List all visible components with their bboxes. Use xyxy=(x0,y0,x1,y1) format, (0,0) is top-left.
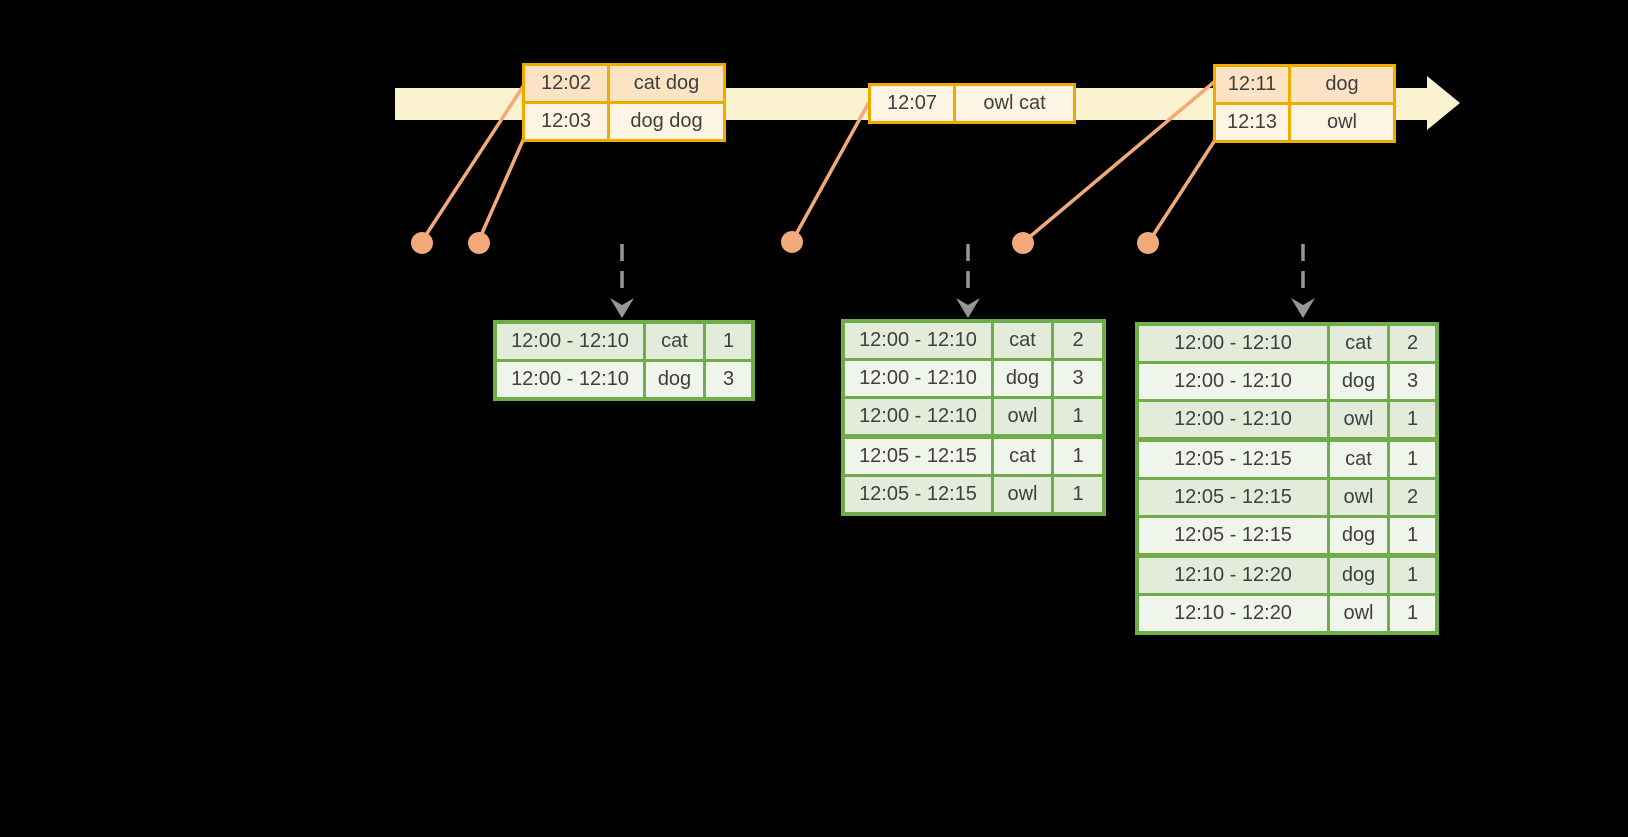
window-cell: 12:00 - 12:10 xyxy=(497,324,643,359)
count-cell: 1 xyxy=(1051,399,1102,434)
word-cell: owl xyxy=(1327,480,1387,515)
window-cell: 12:05 - 12:15 xyxy=(1139,442,1327,477)
count-cell: 1 xyxy=(703,324,751,359)
word-cell: dog xyxy=(1327,518,1387,553)
count-cell: 3 xyxy=(1387,364,1435,399)
event-connector-line xyxy=(422,83,526,240)
event-dot-icon xyxy=(1137,232,1159,254)
word-cell: dog xyxy=(1327,558,1387,593)
count-cell: 3 xyxy=(703,362,751,397)
count-cell: 1 xyxy=(1387,596,1435,631)
window-cell: 12:05 - 12:15 xyxy=(845,439,991,474)
word-cell: cat xyxy=(1327,442,1387,477)
count-cell: 3 xyxy=(1051,361,1102,396)
count-cell: 1 xyxy=(1051,477,1102,512)
trigger-arrow-head-icon xyxy=(610,298,634,318)
window-cell: 12:05 - 12:15 xyxy=(1139,518,1327,553)
window-cell: 12:00 - 12:10 xyxy=(845,323,991,358)
count-cell: 1 xyxy=(1387,402,1435,437)
window-cell: 12:00 - 12:10 xyxy=(845,399,991,434)
count-cell: 1 xyxy=(1387,518,1435,553)
count-cell: 1 xyxy=(1387,558,1435,593)
window-cell: 12:00 - 12:10 xyxy=(1139,326,1327,361)
words-cell: cat dog xyxy=(607,66,723,101)
time-cell: 12:11 xyxy=(1216,67,1288,102)
time-cell: 12:13 xyxy=(1216,105,1288,140)
event-connector-line xyxy=(477,136,526,242)
words-cell: dog xyxy=(1288,67,1393,102)
count-cell: 2 xyxy=(1051,323,1102,358)
window-cell: 12:00 - 12:10 xyxy=(1139,364,1327,399)
word-cell: cat xyxy=(643,324,703,359)
time-cell: 12:03 xyxy=(525,104,607,139)
word-cell: cat xyxy=(991,439,1051,474)
window-cell: 12:00 - 12:10 xyxy=(1139,402,1327,437)
word-cell: dog xyxy=(1327,364,1387,399)
time-cell: 12:02 xyxy=(525,66,607,101)
word-cell: owl xyxy=(991,477,1051,512)
trigger-arrow-head-icon xyxy=(956,298,980,318)
word-cell: cat xyxy=(1327,326,1387,361)
event-connector-line xyxy=(1024,80,1216,242)
event-connector-line xyxy=(1148,135,1219,242)
event-connector-line xyxy=(792,102,870,240)
window-cell: 12:10 - 12:20 xyxy=(1139,596,1327,631)
event-dot-icon xyxy=(468,232,490,254)
words-cell: owl cat xyxy=(953,86,1073,121)
word-cell: dog xyxy=(643,362,703,397)
words-cell: owl xyxy=(1288,105,1393,140)
word-cell: dog xyxy=(991,361,1051,396)
trigger-arrow-head-icon xyxy=(1291,298,1315,318)
word-cell: cat xyxy=(991,323,1051,358)
window-cell: 12:00 - 12:10 xyxy=(497,362,643,397)
event-dot-icon xyxy=(411,232,433,254)
window-cell: 12:00 - 12:10 xyxy=(845,361,991,396)
count-cell: 1 xyxy=(1051,439,1102,474)
window-cell: 12:10 - 12:20 xyxy=(1139,558,1327,593)
event-dot-icon xyxy=(1012,232,1034,254)
word-cell: owl xyxy=(991,399,1051,434)
count-cell: 2 xyxy=(1387,480,1435,515)
time-cell: 12:07 xyxy=(871,86,953,121)
count-cell: 1 xyxy=(1387,442,1435,477)
word-cell: owl xyxy=(1327,402,1387,437)
event-dot-icon xyxy=(781,231,803,253)
word-cell: owl xyxy=(1327,596,1387,631)
window-cell: 12:05 - 12:15 xyxy=(1139,480,1327,515)
words-cell: dog dog xyxy=(607,104,723,139)
count-cell: 2 xyxy=(1387,326,1435,361)
window-cell: 12:05 - 12:15 xyxy=(845,477,991,512)
